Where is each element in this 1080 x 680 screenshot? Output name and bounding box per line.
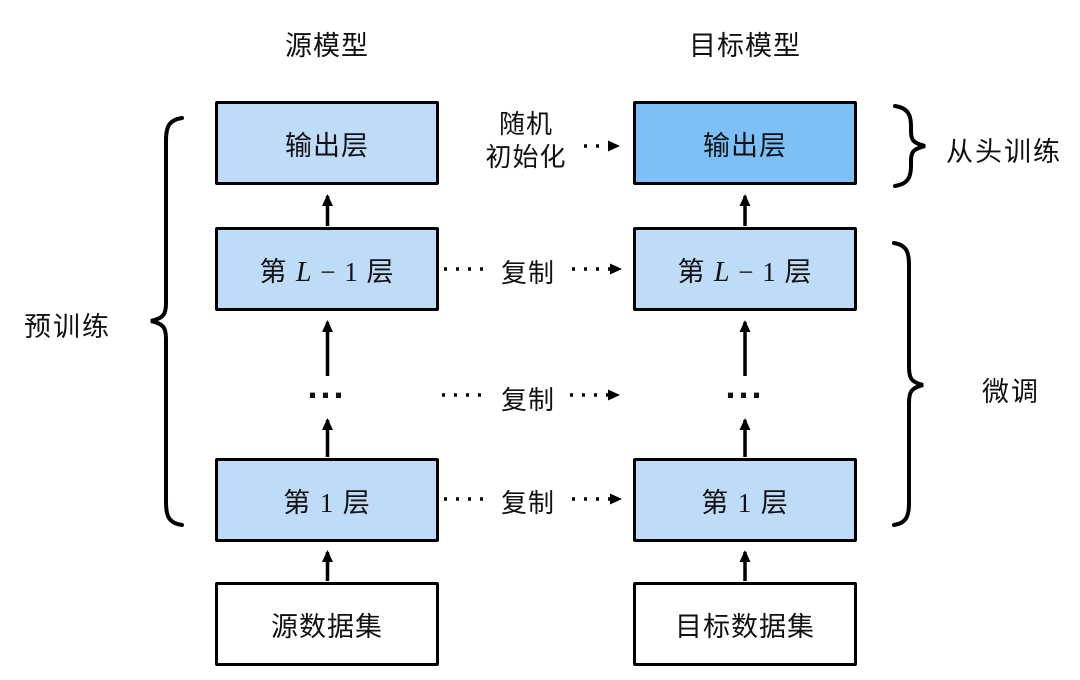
finetune-brace [892,241,924,527]
math-minus-1: − 1 [312,256,367,287]
layer-lminus1-label: 第 L − 1 层 [677,256,813,288]
source-output-layer-label: 输出层 [285,130,369,161]
pretrain-brace [150,116,184,527]
source-hidden-layers-ellipsis: ... [307,365,347,406]
copy-label-bottom: 复制 [490,483,566,520]
train-from-scratch-brace [893,104,926,188]
source-layer-1-box: 第 1 层 [215,458,439,542]
source-dataset-box: 源数据集 [215,582,439,666]
copy-label-top: 复制 [490,253,566,290]
target-layer-1-box: 第 1 层 [633,458,857,542]
target-output-layer-label: 输出层 [703,130,787,161]
random-init-label: 随机 初始化 [485,109,567,172]
math-minus-1: − 1 [730,256,785,287]
math-L: L [713,256,731,288]
source-output-layer-box: 输出层 [215,101,439,185]
target-model-title: 目标模型 [689,31,801,61]
copy-label-middle: 复制 [490,380,566,417]
target-dataset-box: 目标数据集 [633,582,857,666]
layer-lminus1-label: 第 L − 1 层 [259,256,395,288]
source-dataset-label: 源数据集 [271,611,383,642]
target-output-layer-box: 输出层 [633,101,857,185]
source-layer-lminus1-box: 第 L − 1 层 [215,227,439,311]
copy-dashed-arrows [442,140,622,505]
train-from-scratch-label: 从头训练 [946,137,1062,167]
target-dataset-label: 目标数据集 [675,611,815,642]
layer-1-label: 第 1 层 [701,487,789,518]
source-model-title: 源模型 [285,31,369,61]
math-1: 1 [737,487,753,518]
math-1: 1 [319,487,335,518]
layer-1-label: 第 1 层 [283,487,371,518]
target-layer-lminus1-box: 第 L − 1 层 [633,227,857,311]
finetune-label: 微调 [982,377,1040,407]
pretrain-label: 预训练 [24,312,111,342]
target-hidden-layers-ellipsis: ... [725,365,765,406]
math-L: L [295,256,313,288]
